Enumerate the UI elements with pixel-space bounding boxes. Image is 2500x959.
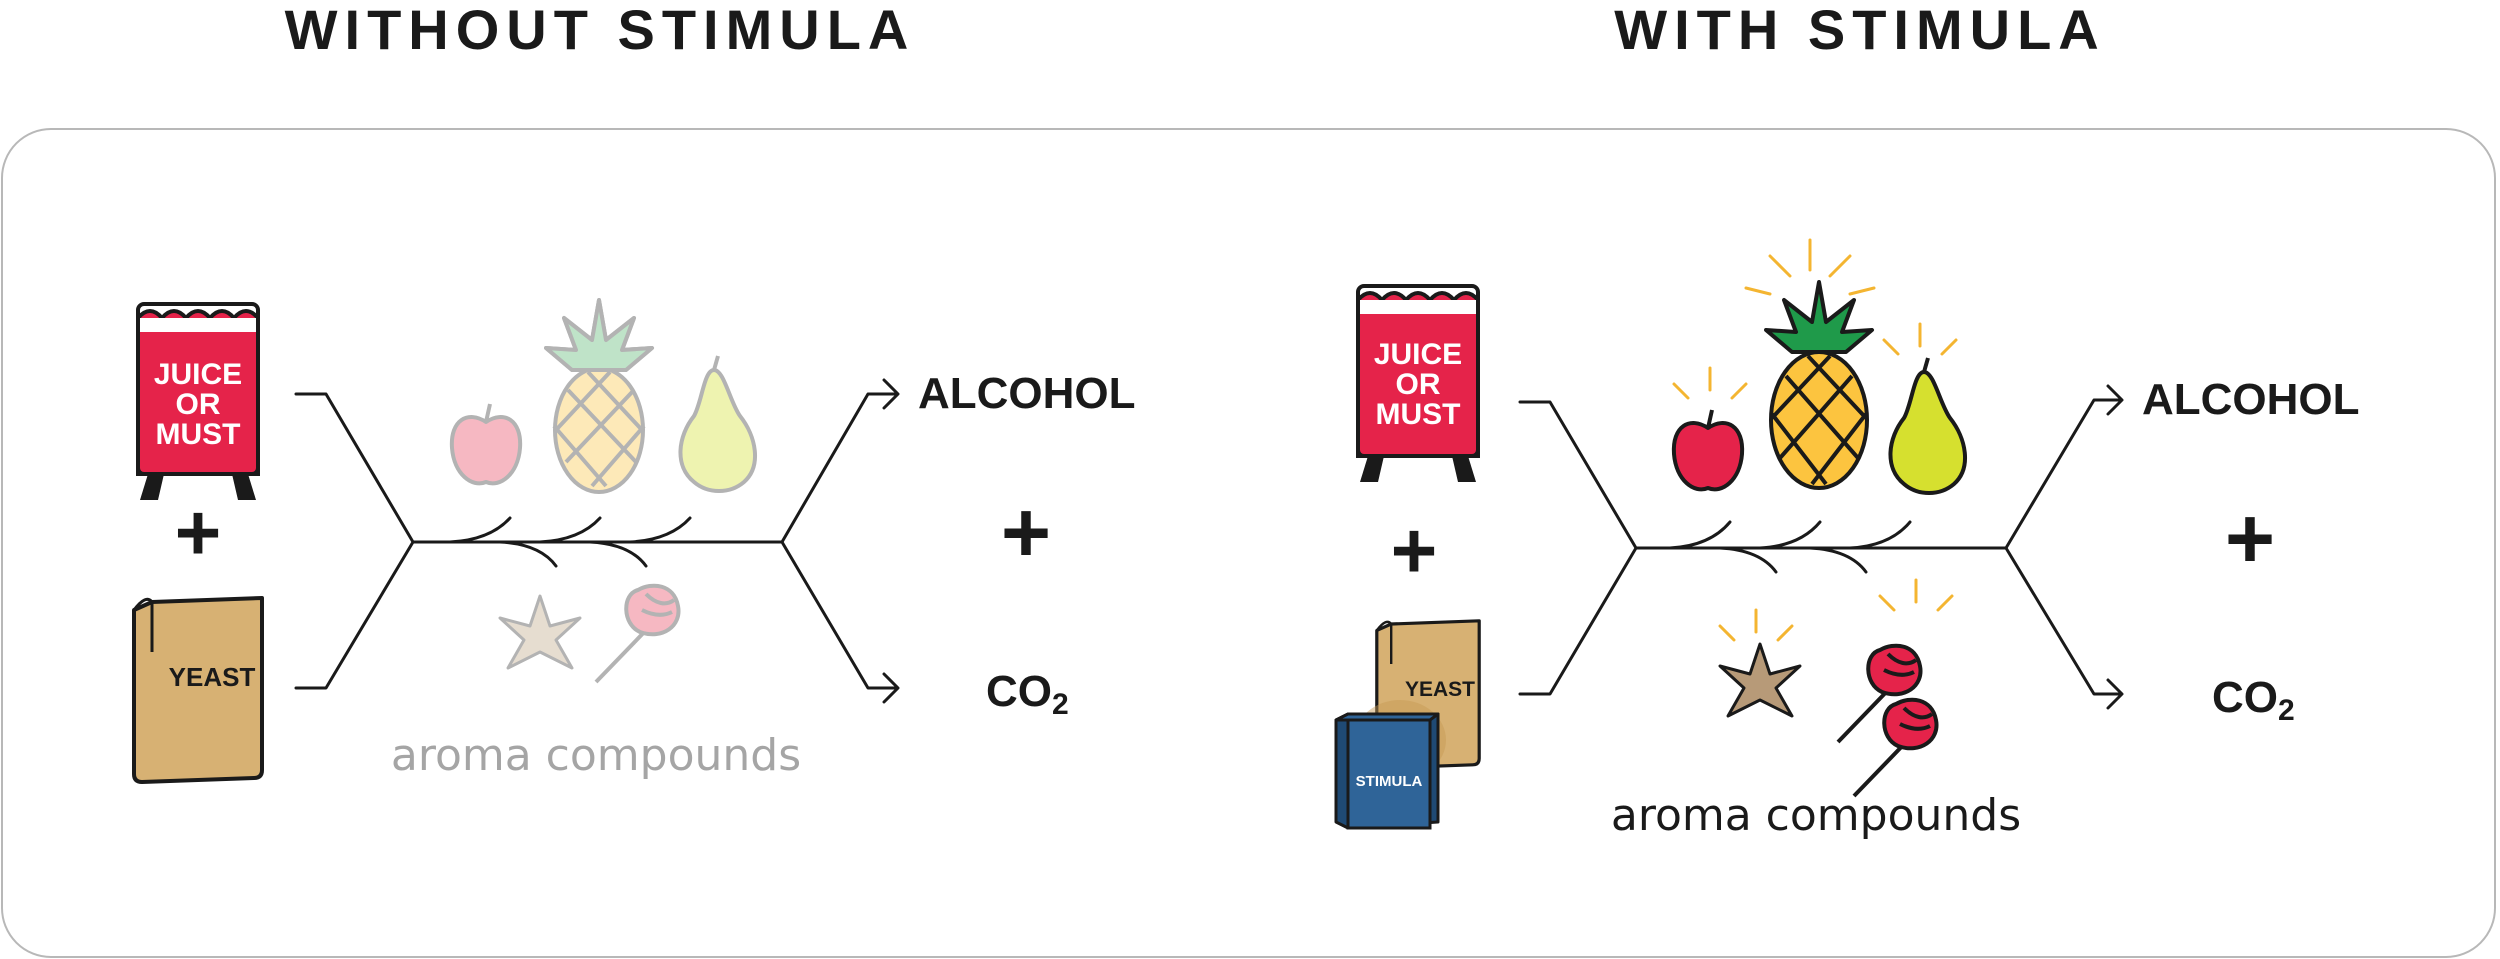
juice-label-1: JUICE <box>154 358 242 391</box>
yeast-label: YEAST <box>1405 678 1475 701</box>
juice-label-3: MUST <box>156 418 241 451</box>
rose-icon <box>594 583 681 684</box>
heading-without-stimula: WITHOUT STIMULA <box>284 0 916 61</box>
juice-label-3: MUST <box>1376 398 1461 431</box>
pear-icon <box>1888 356 1968 495</box>
sparkle-lines <box>1672 238 1958 642</box>
pear-icon <box>678 354 758 493</box>
plus-sign-output: + <box>1001 485 1051 581</box>
plus-sign: + <box>175 488 222 577</box>
plus-sign: + <box>1391 506 1438 595</box>
aroma-label: aroma compounds <box>391 730 801 781</box>
co2-label: CO2 <box>2212 673 2295 727</box>
flow-lines <box>1518 398 2122 696</box>
plus-sign-output: + <box>2225 491 2275 587</box>
juice-label-1: JUICE <box>1374 338 1462 371</box>
pineapple-icon <box>1769 350 1869 490</box>
right-diagram: JUICE OR MUST + YEAST STIMULA <box>1334 238 2360 841</box>
stimula-box-icon <box>1334 712 1440 830</box>
stimula-label: STIMULA <box>1356 773 1423 790</box>
left-diagram: JUICE OR MUST + YEAST <box>132 298 1136 784</box>
aroma-label: aroma compounds <box>1611 790 2021 841</box>
juice-label-2: OR <box>1396 368 1441 401</box>
star-anise-icon <box>1718 642 1802 718</box>
alcohol-label: ALCOHOL <box>918 369 1136 418</box>
apple-icon <box>449 402 523 486</box>
apple-icon <box>1671 408 1745 492</box>
co2-label: CO2 <box>986 667 1069 721</box>
flow-lines <box>294 392 897 690</box>
heading-with-stimula: WITH STIMULA <box>1614 0 2106 61</box>
yeast-label: YEAST <box>169 662 256 692</box>
star-anise-icon <box>498 594 582 670</box>
juice-label-2: OR <box>176 388 221 421</box>
pineapple-leaves-icon <box>544 298 654 372</box>
alcohol-label: ALCOHOL <box>2142 375 2360 424</box>
